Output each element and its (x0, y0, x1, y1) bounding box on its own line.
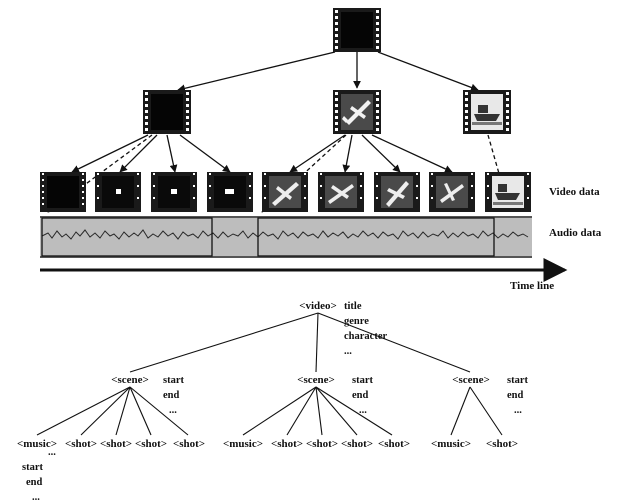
arrow-s2-shot4 (371, 134, 453, 173)
tree-leaves: <music> <shot> <shot> <shot> <shot> <mus… (17, 438, 518, 450)
shot-frame-8 (429, 172, 475, 212)
music-tag: <music> (17, 438, 57, 450)
shot-tag: <shot> (173, 438, 205, 450)
tree-scene-3: <scene> start end ... (452, 374, 528, 416)
scene-attr-ellipsis: ... (169, 405, 177, 416)
tree-edges (36, 312, 503, 436)
audio-segment-1 (41, 217, 213, 257)
arrow-s3-shot1 (487, 134, 510, 206)
airplane-icon (342, 100, 371, 125)
arrow-root-scene3 (377, 51, 479, 92)
scene-attr-ellipsis: ... (359, 405, 367, 416)
scene-tag: <scene> (297, 374, 335, 386)
arrow-s1-shot4 (179, 134, 231, 173)
root-attr-genre: genre (344, 316, 369, 327)
shot-frame-6 (318, 172, 364, 212)
scene-attr-ellipsis: ... (514, 405, 522, 416)
music-attributes: start end ... ... (22, 447, 56, 503)
scene-attr-start: start (507, 375, 528, 386)
arrow-s2-shot1 (289, 134, 346, 173)
arrow-s1-shot3 (166, 134, 178, 173)
scene-attr-end: end (163, 390, 180, 401)
audio-strip (40, 216, 532, 258)
tree-scene-2: <scene> start end ... (297, 374, 373, 416)
scene-attr-end: end (507, 390, 524, 401)
arrow-s1-shot2 (119, 134, 158, 173)
music-tag: <music> (431, 438, 471, 450)
shot-tag: <shot> (100, 438, 132, 450)
video-tag: <video> (299, 300, 337, 312)
shot-tag: <shot> (65, 438, 97, 450)
arrow-s2-shot2 (342, 134, 353, 173)
arrow-root-scene1 (177, 51, 336, 93)
tree-scene-1: <scene> start end ... (111, 374, 184, 416)
shot-frame-2 (95, 172, 141, 212)
scene1-keyframe (143, 90, 191, 134)
shot-keyframes (40, 172, 531, 212)
shot-frame-3 (151, 172, 197, 212)
shot-tag: <shot> (486, 438, 518, 450)
shot-frame-9 (485, 172, 531, 212)
audio-data-label: Audio data (549, 227, 602, 239)
shot-tag: <shot> (271, 438, 303, 450)
music-tag: <music> (223, 438, 263, 450)
shot-tag: <shot> (135, 438, 167, 450)
arrow-s1-shot1 (71, 134, 149, 173)
music-attr-end: end (26, 477, 43, 488)
music-attr-ellipsis-right: ... (48, 447, 56, 458)
scene3-keyframe (463, 90, 511, 134)
root-attr-title: title (344, 301, 362, 312)
shot-tag: <shot> (378, 438, 410, 450)
time-line-label: Time line (510, 280, 554, 292)
shot-frame-4 (207, 172, 253, 212)
root-attr-ellipsis: ... (344, 346, 352, 357)
scene2-keyframe (333, 90, 381, 134)
scene-attr-start: start (163, 375, 184, 386)
shot-tag: <shot> (341, 438, 373, 450)
shot-frame-5 (262, 172, 308, 212)
scene-tag: <scene> (452, 374, 490, 386)
arrow-s2-shot3 (361, 134, 401, 173)
tree-root: <video> title genre character ... (299, 300, 387, 357)
shot-frame-7 (374, 172, 420, 212)
audio-waveform (41, 229, 529, 240)
music-attr-start: start (22, 462, 43, 473)
scene-attr-start: start (352, 375, 373, 386)
root-keyframe (333, 8, 381, 52)
audio-segment-2 (257, 217, 495, 257)
scene-attr-end: end (352, 390, 369, 401)
video-data-label: Video data (549, 186, 600, 198)
shot-tag: <shot> (306, 438, 338, 450)
shot-frame-1 (40, 172, 86, 212)
ship-icon (472, 105, 502, 125)
root-attr-character: character (344, 331, 387, 342)
scene-tag: <scene> (111, 374, 149, 386)
music-attr-ellipsis: ... (32, 492, 40, 503)
